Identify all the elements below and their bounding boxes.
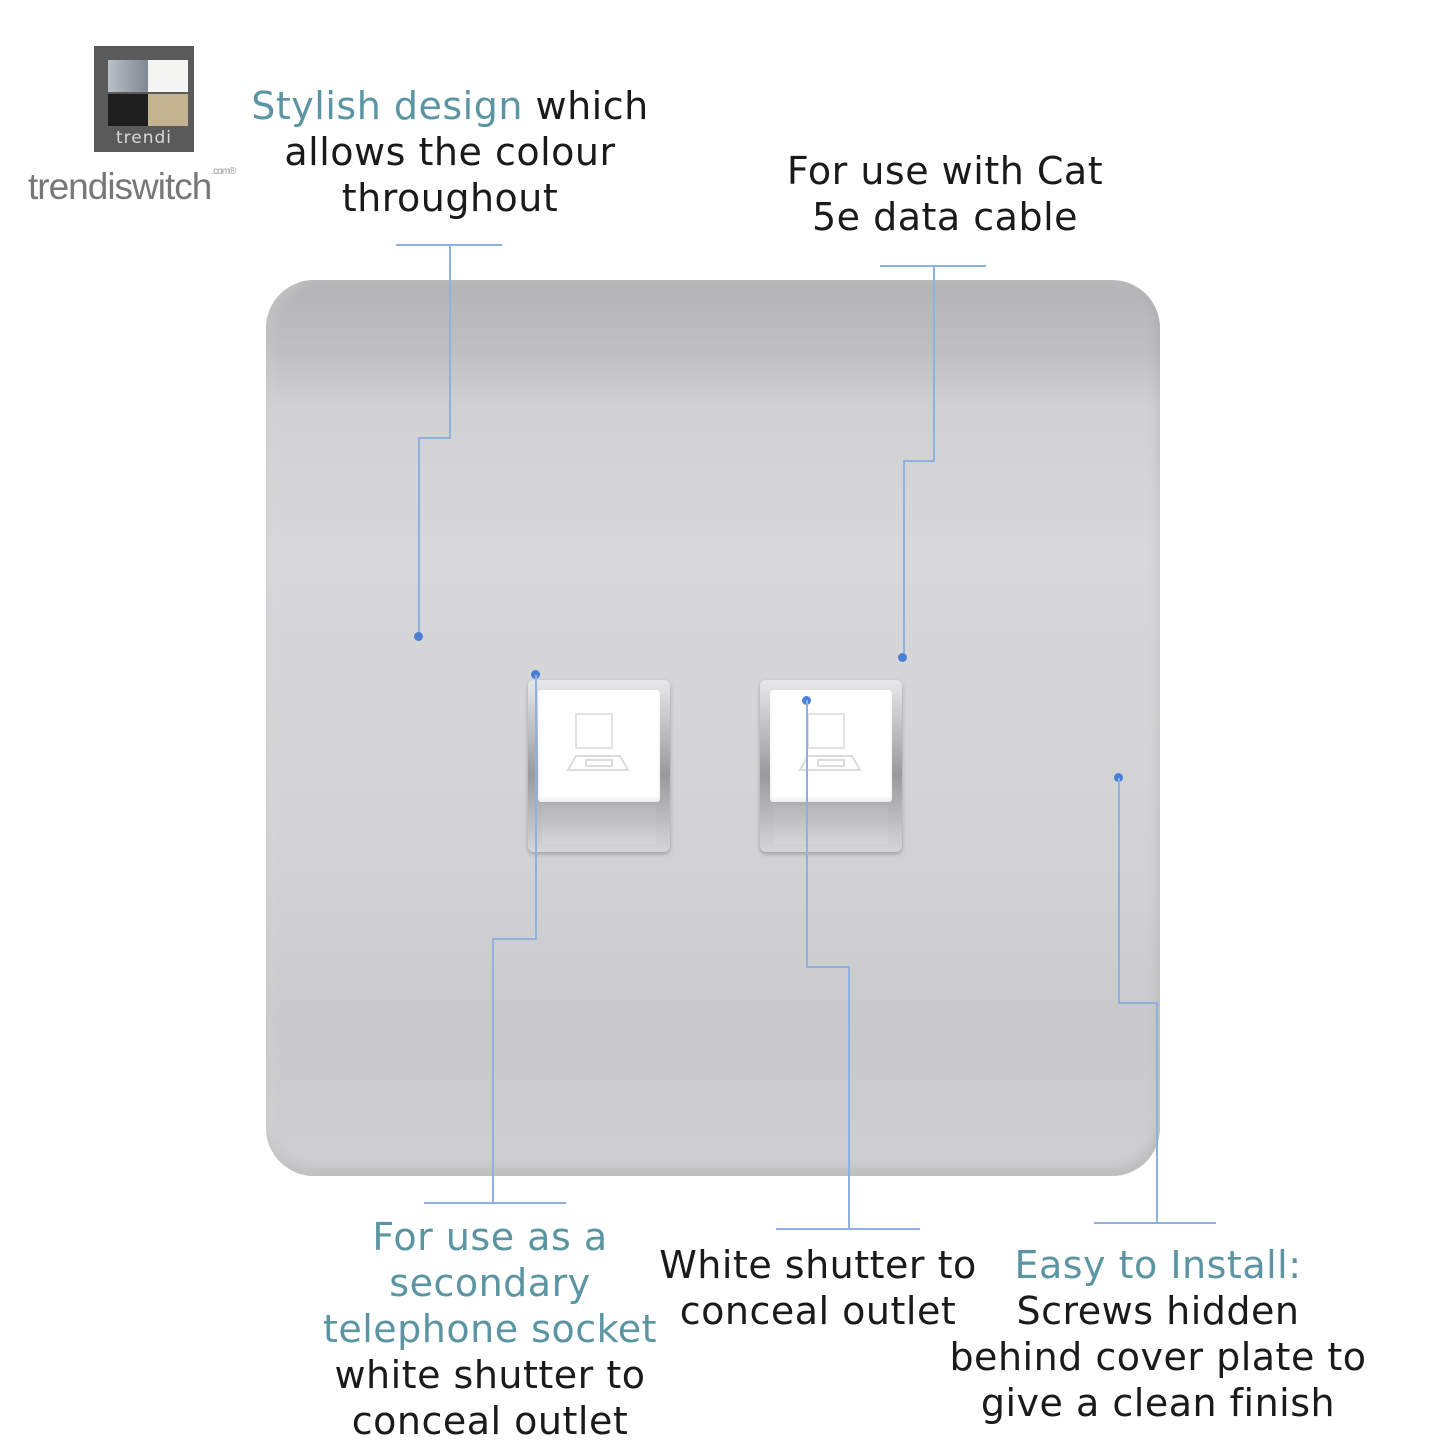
callout-install-line3: behind cover plate to [949, 1335, 1367, 1379]
callout-easy-install: Easy to Install: Screws hidden behind co… [948, 1242, 1368, 1426]
logo-badge-text: trendi [115, 128, 173, 148]
leader-install-bottom [1094, 1222, 1216, 1224]
brand-suffix: .com® [211, 166, 236, 177]
leader-telephone-h [492, 938, 537, 940]
leader-cable-h [903, 460, 935, 462]
callout-telephone-socket: For use as a secondary telephone socket … [300, 1214, 680, 1444]
port-icon-right [798, 713, 862, 771]
leader-cable-v1 [933, 265, 935, 461]
shutter-left [538, 690, 660, 802]
leader-shutter-v1 [806, 700, 808, 968]
socket-right [760, 680, 902, 852]
brand-name-text: trendiswitch [28, 166, 212, 207]
socket-right-frame [774, 806, 888, 844]
callout-shutter-line1: White shutter to [659, 1243, 977, 1287]
leader-cable-v2 [903, 460, 905, 656]
leader-install-v1 [1118, 778, 1120, 1004]
leader-install-h [1118, 1002, 1158, 1004]
brand-name: trendiswitch.com® [28, 166, 236, 208]
leader-design-v2 [418, 437, 420, 637]
leader-shutter-h [806, 966, 850, 968]
callout-white-shutter: White shutter to conceal outlet [638, 1242, 998, 1334]
brand-logo-badge: trendi [94, 46, 194, 152]
callout-design-highlight: Stylish design [251, 84, 523, 128]
leader-telephone-bottom [424, 1202, 566, 1204]
callout-telephone-line5: conceal outlet [351, 1399, 629, 1443]
callout-telephone-line2: secondary [389, 1261, 591, 1305]
leader-telephone-dot [531, 670, 540, 679]
callout-shutter-line2: conceal outlet [679, 1289, 957, 1333]
callout-telephone-line3: telephone socket [322, 1307, 658, 1351]
socket-left [528, 680, 670, 852]
callout-install-line4: give a clean finish [980, 1381, 1336, 1425]
callout-design-line2: allows the colour [284, 130, 616, 174]
logo-tile-white [148, 60, 188, 92]
callout-install-highlight: Easy to Install: [1014, 1243, 1302, 1287]
leader-install-dot [1114, 773, 1123, 782]
leader-cable-dot [898, 653, 907, 662]
leader-telephone-v1 [535, 675, 537, 940]
leader-shutter-bottom [776, 1228, 920, 1230]
callout-design-line1-rest: which [522, 84, 649, 128]
port-icon-left [566, 713, 630, 771]
callout-stylish-design: Stylish design which allows the colour t… [230, 83, 670, 221]
leader-design-v1 [449, 244, 451, 438]
socket-cover-plate [266, 280, 1160, 1176]
callout-design-line3: throughout [341, 176, 559, 220]
leader-telephone-v2 [492, 938, 494, 1204]
callout-design-line1: Stylish design which [230, 83, 670, 129]
callout-cable-line2: 5e data cable [811, 195, 1079, 239]
callout-telephone-line4: white shutter to [334, 1353, 646, 1397]
socket-left-frame [542, 806, 656, 844]
callout-cat5e-cable: For use with Cat 5e data cable [730, 148, 1160, 240]
callout-telephone-line1: For use as a [372, 1215, 608, 1259]
leader-design-dot [414, 632, 423, 641]
logo-tile-gold [148, 94, 188, 126]
leader-install-v2 [1156, 1002, 1158, 1224]
callout-install-line2: Screws hidden [1016, 1289, 1300, 1333]
shutter-right [770, 690, 892, 802]
leader-design-h [418, 437, 451, 439]
logo-tile-chrome [108, 60, 148, 92]
leader-shutter-v2 [848, 966, 850, 1230]
callout-cable-line1: For use with Cat [786, 149, 1104, 193]
logo-tile-black [108, 94, 148, 126]
